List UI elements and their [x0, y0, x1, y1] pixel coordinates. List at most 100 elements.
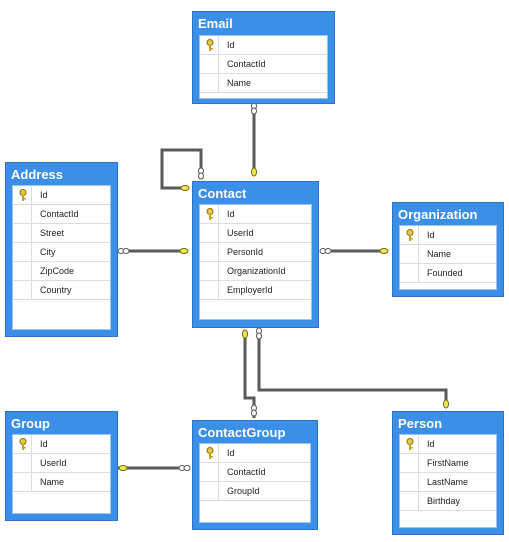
- column-row[interactable]: ZipCode: [13, 262, 110, 281]
- row-gutter: [13, 281, 32, 299]
- row-gutter: [400, 264, 419, 282]
- column-name: Founded: [427, 268, 463, 278]
- row-gutter: [200, 55, 219, 73]
- column-row[interactable]: Street: [13, 224, 110, 243]
- primary-key-icon: [206, 208, 214, 220]
- column-row[interactable]: Id: [200, 205, 311, 224]
- column-name: OrganizationId: [227, 266, 286, 276]
- column-name: Id: [227, 448, 235, 458]
- row-gutter: [200, 224, 219, 242]
- column-row[interactable]: OrganizationId: [200, 262, 311, 281]
- column-name: Id: [40, 439, 48, 449]
- column-name: ZipCode: [40, 266, 75, 276]
- column-row[interactable]: Founded: [400, 264, 496, 283]
- table-organization[interactable]: Organization Id Name Founded: [392, 202, 504, 297]
- row-gutter: [200, 36, 219, 54]
- column-list: Id ContactId Name: [199, 35, 328, 99]
- row-gutter: [13, 243, 32, 261]
- column-row[interactable]: Id: [400, 226, 496, 245]
- column-name: Id: [427, 230, 435, 240]
- column-row[interactable]: Id: [13, 435, 110, 454]
- column-row[interactable]: Id: [200, 444, 310, 463]
- column-row[interactable]: Id: [13, 186, 110, 205]
- column-row[interactable]: City: [13, 243, 110, 262]
- relationship-end-key: [379, 248, 389, 254]
- primary-key-icon: [406, 438, 414, 450]
- row-gutter: [13, 435, 32, 453]
- row-gutter: [200, 74, 219, 92]
- column-row[interactable]: Name: [400, 245, 496, 264]
- relationship-end-many: [198, 172, 204, 180]
- column-list: Id UserId Name: [12, 434, 111, 514]
- relationship-end-key: [251, 167, 257, 177]
- table-address[interactable]: Address Id ContactId Street City ZipCode…: [5, 162, 118, 337]
- row-gutter: [400, 226, 419, 244]
- column-row[interactable]: UserId: [13, 454, 110, 473]
- row-gutter: [200, 444, 219, 462]
- table-title: Address: [11, 167, 64, 182]
- column-row[interactable]: Id: [200, 36, 327, 55]
- table-title: Group: [11, 416, 50, 431]
- table-title: Person: [398, 416, 443, 431]
- row-gutter: [200, 482, 219, 500]
- relationship-end-many: [251, 107, 257, 115]
- column-name: Id: [40, 190, 48, 200]
- column-row[interactable]: Id: [400, 435, 496, 454]
- row-gutter: [200, 281, 219, 299]
- column-row[interactable]: ContactId: [200, 463, 310, 482]
- table-contact[interactable]: Contact Id UserId PersonId OrganizationI…: [192, 181, 319, 328]
- column-name: Name: [427, 249, 452, 259]
- column-name: Id: [427, 439, 435, 449]
- column-name: ContactId: [227, 467, 266, 477]
- column-row[interactable]: LastName: [400, 473, 496, 492]
- column-row[interactable]: GroupId: [200, 482, 310, 501]
- relationship-contact-self[interactable]: [160, 148, 203, 190]
- row-gutter: [13, 224, 32, 242]
- column-row[interactable]: PersonId: [200, 243, 311, 262]
- column-row[interactable]: ContactId: [13, 205, 110, 224]
- table-title: ContactGroup: [198, 425, 286, 440]
- table-group[interactable]: Group Id UserId Name: [5, 411, 118, 521]
- table-title: Organization: [398, 207, 478, 222]
- column-row[interactable]: ContactId: [200, 55, 327, 74]
- column-row[interactable]: Name: [200, 74, 327, 93]
- column-row[interactable]: Name: [13, 473, 110, 492]
- column-list: Id FirstName LastName Birthday: [399, 434, 497, 528]
- column-list: Id ContactId GroupId: [199, 443, 311, 523]
- relationship-end-many: [183, 465, 191, 471]
- column-row[interactable]: EmployerId: [200, 281, 311, 300]
- column-row[interactable]: FirstName: [400, 454, 496, 473]
- column-row[interactable]: Birthday: [400, 492, 496, 511]
- table-person[interactable]: Person Id FirstName LastName Birthday: [392, 411, 504, 535]
- column-row[interactable]: UserId: [200, 224, 311, 243]
- column-name: Street: [40, 228, 65, 238]
- column-name: ContactId: [227, 59, 266, 69]
- row-gutter: [200, 205, 219, 223]
- column-list: Id UserId PersonId OrganizationId Employ…: [199, 204, 312, 320]
- relationship-end-many: [324, 248, 332, 254]
- primary-key-icon: [406, 229, 414, 241]
- row-gutter: [400, 473, 419, 491]
- table-title: Email: [198, 16, 233, 31]
- column-name: Name: [227, 78, 252, 88]
- table-email[interactable]: Email Id ContactId Name: [192, 11, 335, 104]
- relationship-end-many: [122, 248, 130, 254]
- column-name: GroupId: [227, 486, 260, 496]
- column-name: LastName: [427, 477, 469, 487]
- column-name: Birthday: [427, 496, 461, 506]
- row-gutter: [13, 262, 32, 280]
- primary-key-icon: [206, 39, 214, 51]
- relationship-end-many: [256, 332, 262, 340]
- row-gutter: [13, 205, 32, 223]
- column-name: FirstName: [427, 458, 469, 468]
- column-name: Country: [40, 285, 72, 295]
- column-name: UserId: [40, 458, 67, 468]
- relationship-end-key: [118, 465, 128, 471]
- table-contactgroup[interactable]: ContactGroup Id ContactId GroupId: [192, 420, 318, 530]
- row-gutter: [200, 262, 219, 280]
- primary-key-icon: [19, 438, 27, 450]
- column-name: Name: [40, 477, 65, 487]
- relationship-contact-person[interactable]: [257, 330, 448, 408]
- column-row[interactable]: Country: [13, 281, 110, 300]
